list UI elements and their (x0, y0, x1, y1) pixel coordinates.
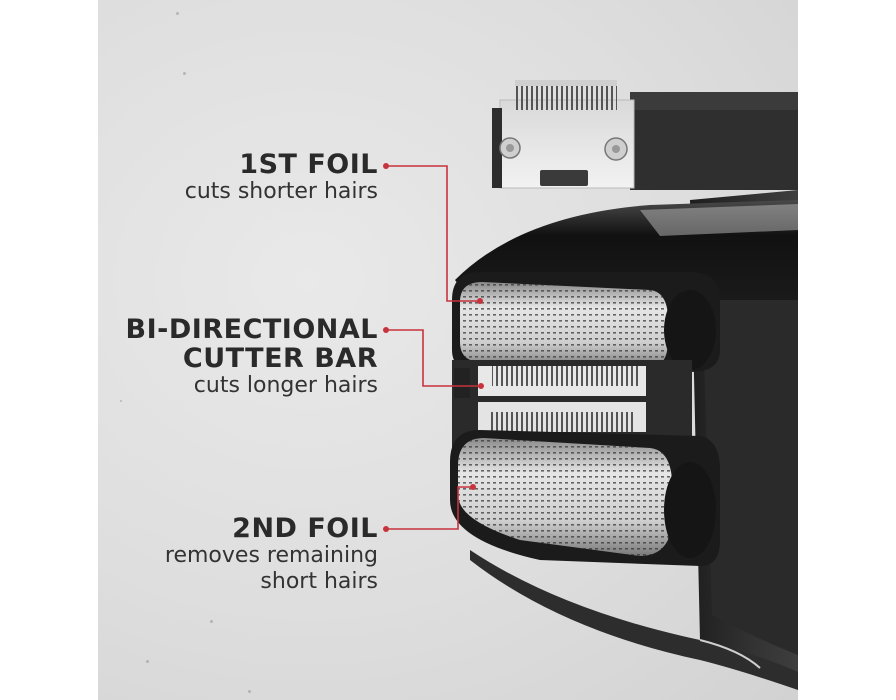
callout-second-foil: 2ND FOIL removes remaining short hairs (165, 514, 378, 595)
first-foil (452, 272, 720, 372)
background-speck (183, 72, 186, 75)
background-speck (176, 12, 179, 15)
background-speck (120, 400, 122, 402)
callout-title-line-2: CUTTER BAR (182, 343, 378, 374)
background-speck (210, 620, 213, 623)
callout-title-line-1: BI-DIRECTIONAL (125, 314, 378, 345)
second-foil (450, 430, 720, 566)
callout-subtitle: cuts longer hairs (193, 373, 378, 398)
callout-title: 1ST FOIL (239, 149, 378, 180)
background-speck (146, 660, 149, 663)
shaver-base (470, 550, 798, 690)
callout-title: 2ND FOIL (232, 513, 378, 544)
callout-first-foil: 1ST FOIL cuts shorter hairs (185, 150, 378, 205)
callout-cutter-bar: BI-DIRECTIONAL CUTTER BAR cuts longer ha… (126, 315, 378, 399)
background-speck (248, 690, 251, 693)
cutter-bar (478, 366, 646, 432)
callout-subtitle-line-1: removes remaining (164, 543, 378, 568)
callout-subtitle-line-2: short hairs (260, 569, 378, 594)
callout-subtitle: cuts shorter hairs (184, 179, 378, 204)
